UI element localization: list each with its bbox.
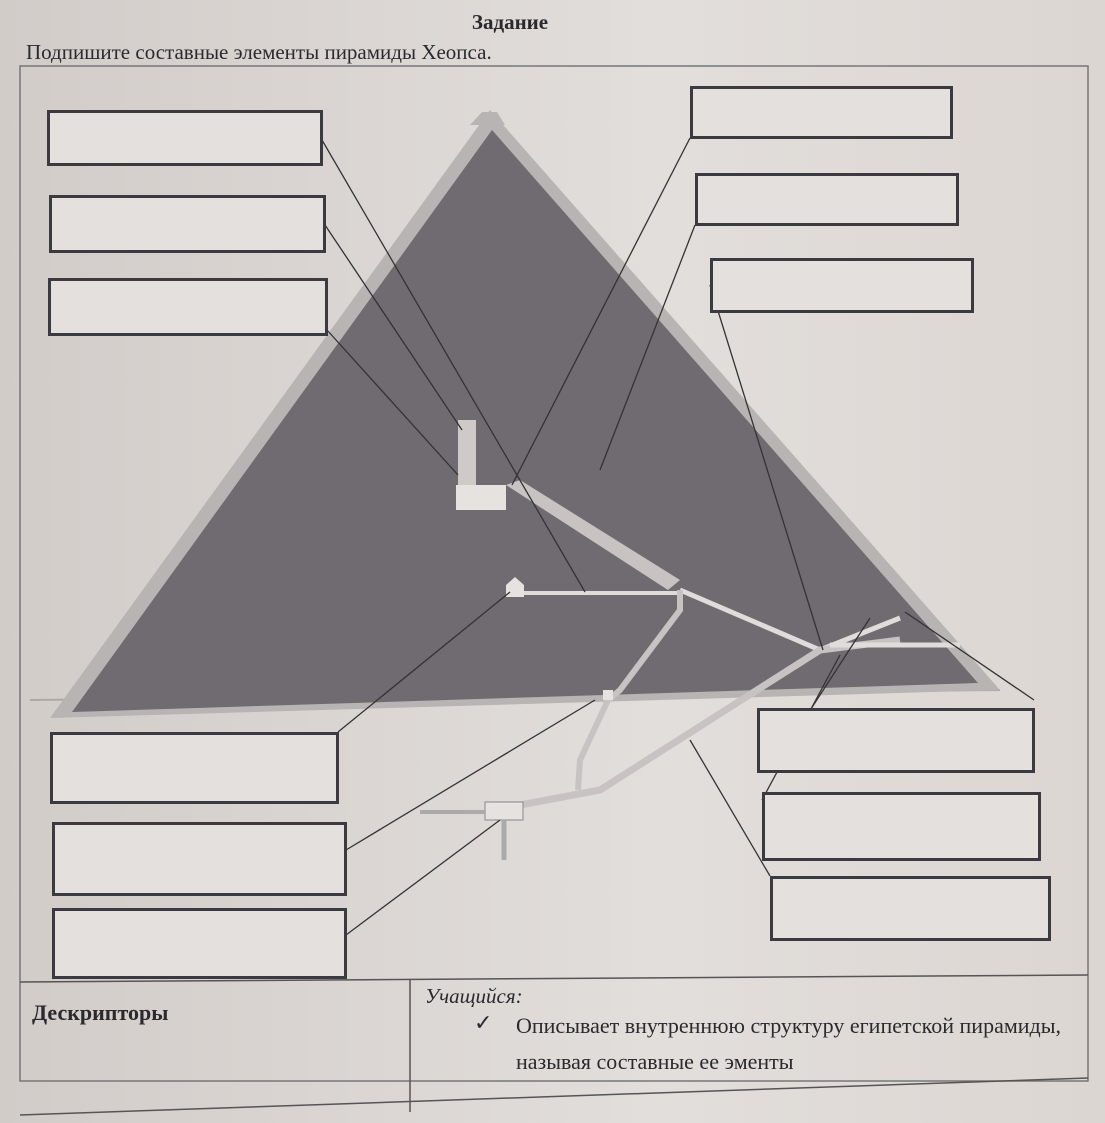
label-box-bottom-right-2[interactable] bbox=[762, 792, 1041, 861]
label-box-bottom-right-1[interactable] bbox=[757, 708, 1035, 773]
label-input[interactable] bbox=[713, 261, 971, 310]
relieving-chambers bbox=[458, 420, 476, 485]
label-box-left-3[interactable] bbox=[48, 278, 328, 336]
label-input[interactable] bbox=[760, 711, 1032, 770]
label-input[interactable] bbox=[773, 879, 1048, 938]
label-input[interactable] bbox=[55, 911, 344, 976]
grand-gallery bbox=[506, 480, 680, 590]
well-shaft bbox=[575, 590, 683, 791]
descriptor-criterion: Описывает внутреннюю структуру египетско… bbox=[516, 1013, 1061, 1074]
label-input[interactable] bbox=[693, 89, 950, 136]
student-label: Учащийся: bbox=[425, 984, 523, 1008]
task-title: Задание bbox=[471, 10, 549, 34]
label-box-right-1[interactable] bbox=[690, 86, 953, 139]
label-input[interactable] bbox=[55, 825, 344, 893]
table-top-border bbox=[19, 974, 1089, 983]
label-input[interactable] bbox=[52, 198, 323, 250]
label-box-right-3[interactable] bbox=[710, 258, 974, 313]
underground-niche bbox=[603, 690, 613, 700]
outer-border bbox=[19, 65, 1089, 1082]
kings-chamber bbox=[456, 485, 506, 510]
descriptors-heading: Дескрипторы bbox=[32, 1000, 169, 1025]
check-icon: ✓ bbox=[474, 1010, 493, 1035]
pyramid-capstone bbox=[470, 112, 505, 125]
subterranean-chamber bbox=[484, 801, 524, 821]
table-bottom-border bbox=[19, 1077, 1089, 1116]
label-input[interactable] bbox=[51, 281, 325, 333]
label-input[interactable] bbox=[765, 795, 1038, 858]
label-box-left-2[interactable] bbox=[49, 195, 326, 253]
queens-chamber bbox=[506, 577, 524, 597]
label-box-bottom-left-1[interactable] bbox=[50, 732, 339, 804]
label-input[interactable] bbox=[50, 113, 320, 163]
task-instruction: Подпишите составные элементы пирамиды Хе… bbox=[26, 40, 492, 64]
leader-lines bbox=[321, 137, 1035, 936]
label-input[interactable] bbox=[53, 735, 336, 801]
label-box-bottom-left-2[interactable] bbox=[52, 822, 347, 896]
label-box-right-2[interactable] bbox=[695, 173, 959, 226]
label-box-bottom-left-3[interactable] bbox=[52, 908, 347, 979]
label-box-bottom-right-3[interactable] bbox=[770, 876, 1051, 941]
label-input[interactable] bbox=[698, 176, 956, 223]
pyramid-body bbox=[72, 130, 978, 712]
label-box-left-1[interactable] bbox=[47, 110, 323, 166]
